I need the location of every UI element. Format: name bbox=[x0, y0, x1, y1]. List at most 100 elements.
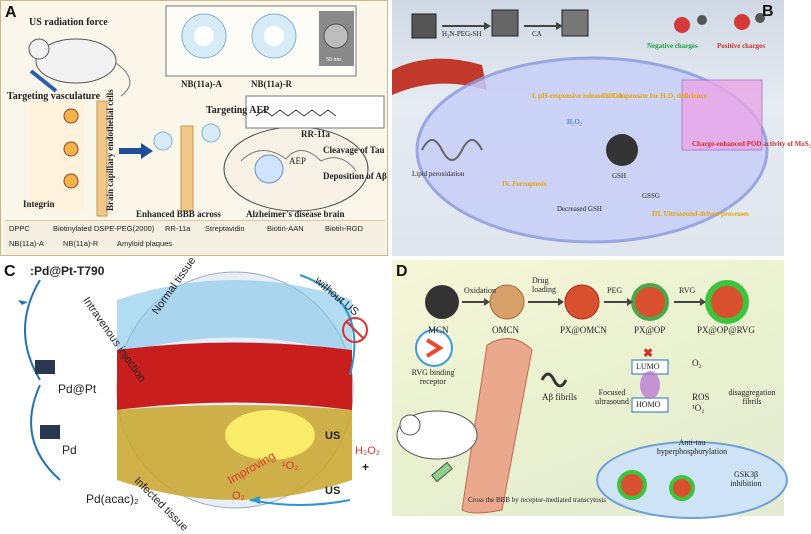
ros-label: ROS bbox=[692, 392, 710, 402]
gsk-label: GSK3β inhibition bbox=[730, 470, 762, 488]
blood-vessel bbox=[117, 342, 352, 410]
neg-charges-label: Negative charges bbox=[647, 42, 698, 50]
px-op-rvg-particle bbox=[705, 280, 749, 324]
panel-c-label: C bbox=[4, 263, 16, 280]
us-radiation-label: US radiation force bbox=[29, 17, 108, 28]
alz-brain-label: Alzheimer's disease brain bbox=[246, 209, 345, 219]
ca-label: CA bbox=[532, 30, 542, 38]
singlet-oxygen-label: ¹O₂ bbox=[282, 460, 299, 472]
lipid-icon bbox=[421, 139, 483, 161]
legend-biotin-peg: Biotinylated DSPE-PEG(2000) bbox=[53, 224, 155, 233]
scale-bar-label: 50 nm bbox=[326, 57, 342, 63]
blood-vessel bbox=[392, 58, 487, 95]
pos-charges-label: Positive charges bbox=[717, 42, 766, 50]
step-iii-label: III. Ultrasound-driven processes bbox=[652, 210, 749, 218]
pdpt-particle bbox=[35, 360, 55, 374]
panel-a-graphics bbox=[28, 5, 385, 217]
lumo-label: LUMO bbox=[636, 362, 660, 371]
legend-rgd: Biotin-RGD bbox=[325, 224, 363, 233]
px-omcn-label: PX@OMCN bbox=[560, 325, 607, 335]
arrow bbox=[29, 69, 58, 93]
oxygen-label: O₂ bbox=[692, 358, 702, 368]
peg-label: H₂N-PEG-SH bbox=[442, 30, 482, 38]
pd-label: Pd bbox=[62, 443, 77, 457]
rvg-receptor-label: RVG binding receptor bbox=[411, 368, 455, 386]
panel-b-label: B bbox=[762, 3, 774, 20]
panel-c-graphics bbox=[18, 271, 368, 509]
rvg-label: RVG bbox=[679, 286, 696, 295]
ferroptosis-label: IV. Ferroptosis bbox=[502, 180, 547, 188]
targeting-aep-label: Targeting AEP bbox=[206, 105, 270, 116]
vessel-wall bbox=[96, 100, 108, 217]
enhanced-bbb-label: Enhanced BBB across bbox=[136, 209, 221, 219]
gsh-label: GSH bbox=[612, 172, 627, 180]
brain-icon bbox=[223, 126, 369, 212]
blood-vessel bbox=[461, 338, 533, 514]
gssg-label: GSSG bbox=[642, 192, 660, 200]
anti-tau-label: Anti-tau hyperphosphorylation bbox=[656, 438, 728, 456]
plus-label: + bbox=[362, 460, 370, 474]
panel-c: C :Pd@Pt-T790 Normal tissue Infected tis… bbox=[0, 255, 388, 534]
legend-nbr: NB(11a)-R bbox=[63, 239, 99, 248]
px-omcn-particle bbox=[564, 284, 600, 320]
brain-cells-label: Brain capillary endothelial cells bbox=[105, 89, 115, 211]
fibril-icon bbox=[540, 372, 568, 388]
panel-d-graphics: ✖ bbox=[396, 280, 788, 519]
legend-rr11a: RR-11a bbox=[165, 224, 191, 233]
legend-aan: Biotin-AAN bbox=[267, 224, 304, 233]
h2o2-label: H₂O₂ bbox=[355, 445, 381, 457]
legend: DPPC Biotinylated DSPE-PEG(2000) RR-11a … bbox=[5, 220, 385, 255]
us-label-2: US bbox=[325, 485, 341, 497]
homo-label: HOMO bbox=[636, 400, 661, 409]
oxygen-label: O₂ bbox=[232, 490, 245, 502]
panel-a: A US radiation force NB(11a)-A NB(11a)-R… bbox=[0, 0, 388, 256]
peg-label: PEG bbox=[607, 286, 623, 295]
lipid-label: Lipid peroxidation bbox=[412, 170, 465, 178]
gsh-decreased-label: Decreased GSH bbox=[557, 205, 602, 213]
px-op-rvg-label: PX@OP@RVG bbox=[697, 325, 755, 335]
legend-strep: Streptavidin bbox=[205, 224, 245, 233]
cleavage-label: Cleavage of Tau bbox=[323, 145, 385, 155]
mcn-particle bbox=[425, 285, 459, 319]
focused-us-label: Focused ultrasound bbox=[595, 388, 629, 406]
omcn-label: OMCN bbox=[492, 325, 520, 335]
step-i-label: I. pH-responsive release of CA bbox=[532, 92, 623, 100]
rr11a-label: RR-11a bbox=[301, 129, 330, 139]
mos2-box bbox=[681, 79, 763, 151]
cross-bbb-label: Cross the BBB by receptor-mediated trans… bbox=[467, 496, 607, 504]
syringe-icon bbox=[431, 461, 453, 483]
mouse-icon bbox=[35, 38, 117, 84]
disaggregation-label: disaggregation fibrils bbox=[728, 388, 776, 406]
panel-b-graphics bbox=[392, 9, 769, 244]
product-label: :Pd@Pt-T790 bbox=[30, 264, 105, 278]
px-op-label: PX@OP bbox=[634, 325, 666, 335]
drug-loading-label: Drug loading bbox=[532, 276, 556, 294]
legend-plaques: Amyloid plaques bbox=[117, 239, 173, 248]
oxidation-label: Oxidation bbox=[464, 286, 496, 295]
singlet-oxygen-label: ¹O₂ bbox=[692, 403, 705, 413]
mcn-label: MCN bbox=[428, 325, 449, 335]
rvg-receptor-icon bbox=[415, 329, 453, 367]
us-label-1: US bbox=[325, 430, 341, 442]
nb-r-label: NB(11a)-R bbox=[251, 79, 292, 89]
forbidden-icon bbox=[342, 317, 368, 343]
h2o2-label: H₂O₂ bbox=[567, 118, 582, 126]
aep-label: AEP bbox=[289, 156, 307, 166]
pd-acac-label: Pd(acac)₂ bbox=[86, 492, 139, 506]
panel-d-label: D bbox=[396, 263, 408, 280]
pdpt-label: Pd@Pt bbox=[58, 382, 97, 396]
charge-pod-label: Charge-enhanced POD activity of MoS₂ bbox=[692, 140, 811, 148]
legend-nba: NB(11a)-A bbox=[9, 239, 44, 248]
panel-d: ✖ D MCN Oxidation OMCN Drug loading PX@O… bbox=[392, 260, 788, 519]
px-op-particle bbox=[631, 283, 669, 321]
nb-a-label: NB(11a)-A bbox=[181, 79, 222, 89]
pd-particle bbox=[40, 425, 60, 439]
legend-dppc: DPPC bbox=[9, 224, 30, 233]
panel-a-label: A bbox=[5, 4, 17, 21]
integrin-label: Integrin bbox=[23, 199, 55, 209]
mos2-cube bbox=[411, 13, 437, 39]
panel-b: B H₂N-PEG-SH CA Negative charges Positiv… bbox=[392, 0, 811, 256]
targeting-vasculature-label: Targeting vasculature bbox=[7, 91, 101, 102]
step-ii-label: II. Compensate for H₂O₂ deficiency bbox=[602, 92, 707, 100]
microbubbles bbox=[63, 108, 79, 189]
